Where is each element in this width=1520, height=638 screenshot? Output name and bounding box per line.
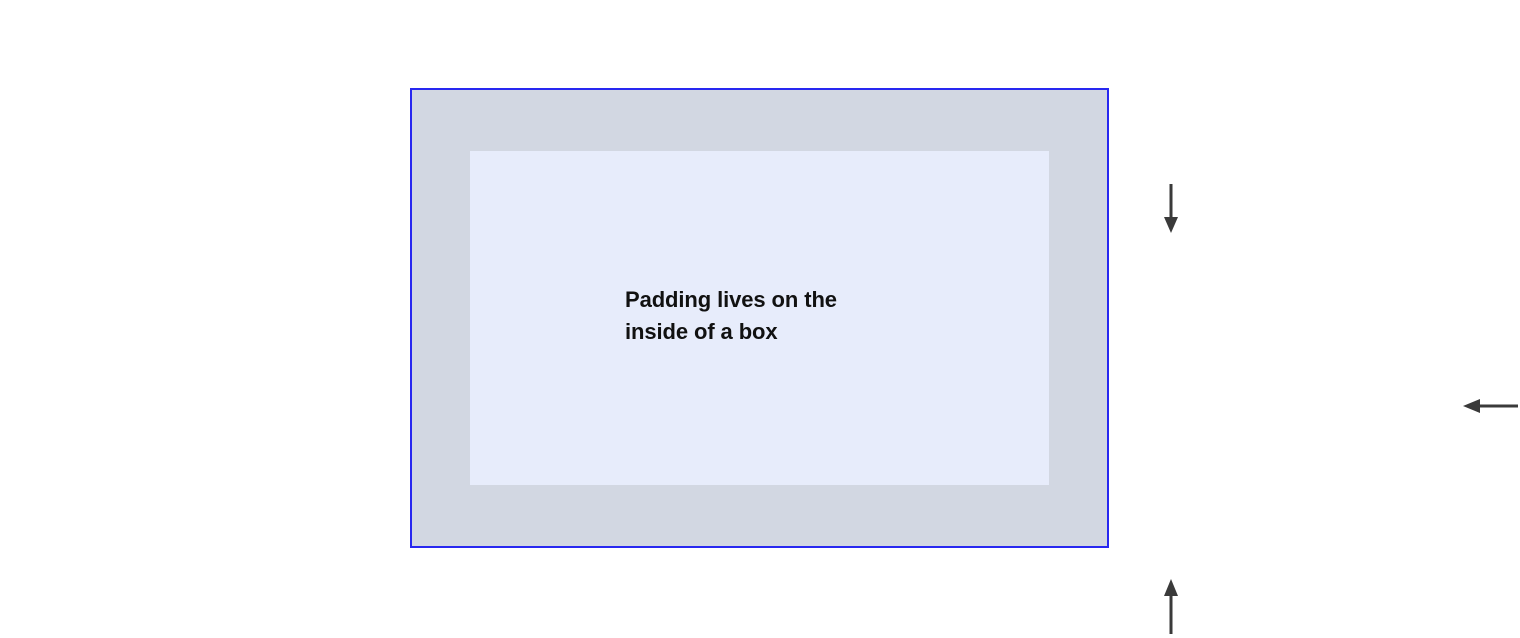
arrow-right-icon (1462, 392, 1518, 420)
content-box (470, 151, 1049, 485)
arrow-bottom-icon (1157, 578, 1185, 634)
arrow-top-icon (1157, 184, 1185, 234)
content-box-label: Padding lives on the inside of a box (625, 287, 837, 344)
